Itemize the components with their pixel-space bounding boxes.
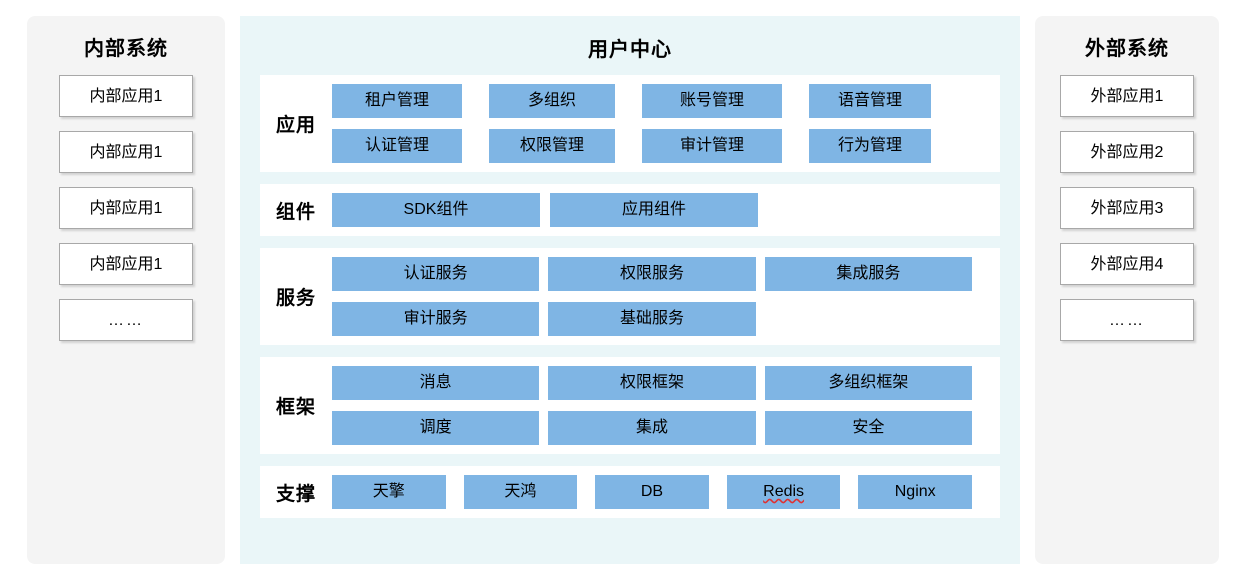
layer-body-application: 租户管理 多组织 账号管理 语音管理 认证管理 权限管理 审计管理 行为管理 bbox=[332, 75, 1000, 172]
service-row-2-spacer bbox=[765, 302, 972, 336]
internal-app-box-1[interactable]: 内部应用1 bbox=[59, 75, 193, 117]
module-permission-service[interactable]: 权限服务 bbox=[548, 257, 756, 291]
internal-app-box-3[interactable]: 内部应用1 bbox=[59, 187, 193, 229]
internal-app-box-4[interactable]: 内部应用1 bbox=[59, 243, 193, 285]
module-permission-framework[interactable]: 权限框架 bbox=[548, 366, 756, 400]
module-behavior-management[interactable]: 行为管理 bbox=[809, 129, 931, 163]
module-redis-label: Redis bbox=[763, 483, 805, 500]
support-row-1: 天擎 天鸿 DB Redis Nginx bbox=[332, 475, 972, 509]
module-tianhong[interactable]: 天鸿 bbox=[463, 475, 578, 509]
internal-app-box-more[interactable]: …… bbox=[59, 299, 193, 341]
external-app-box-1[interactable]: 外部应用1 bbox=[1060, 75, 1194, 117]
layer-label-component: 组件 bbox=[275, 201, 316, 223]
module-multi-organization[interactable]: 多组织 bbox=[489, 84, 615, 118]
layer-card-application: 应用 租户管理 多组织 账号管理 语音管理 认证管理 权限管理 审计管理 行为管… bbox=[260, 75, 1000, 172]
module-multi-organization-framework[interactable]: 多组织框架 bbox=[764, 366, 972, 400]
external-app-box-more[interactable]: …… bbox=[1060, 299, 1194, 341]
layer-body-support: 天擎 天鸿 DB Redis Nginx bbox=[332, 466, 1000, 518]
module-audit-service[interactable]: 审计服务 bbox=[332, 302, 540, 336]
application-row-2: 认证管理 权限管理 审计管理 行为管理 bbox=[332, 129, 972, 163]
module-authentication-service[interactable]: 认证服务 bbox=[332, 257, 540, 291]
module-voice-management[interactable]: 语音管理 bbox=[809, 84, 931, 118]
module-security[interactable]: 安全 bbox=[764, 411, 972, 445]
layer-body-framework: 消息 权限框架 多组织框架 调度 集成 安全 bbox=[332, 357, 1000, 454]
component-row-1: SDK组件 应用组件 bbox=[332, 193, 972, 227]
layer-label-application: 应用 bbox=[275, 115, 316, 136]
module-message[interactable]: 消息 bbox=[332, 366, 540, 400]
module-basic-service[interactable]: 基础服务 bbox=[548, 302, 756, 336]
user-center-panel: 用户中心 应用 租户管理 多组织 账号管理 语音管理 认证管理 权限管理 审计管… bbox=[240, 16, 1020, 564]
layer-body-component: SDK组件 应用组件 bbox=[332, 184, 1000, 236]
internal-app-box-2[interactable]: 内部应用1 bbox=[59, 131, 193, 173]
layer-card-component: 组件 SDK组件 应用组件 bbox=[260, 184, 1000, 236]
internal-systems-panel: 内部系统 内部应用1 内部应用1 内部应用1 内部应用1 …… bbox=[27, 16, 225, 564]
service-row-1: 认证服务 权限服务 集成服务 bbox=[332, 257, 972, 291]
module-redis[interactable]: Redis bbox=[726, 475, 841, 509]
layer-card-support: 支撑 天擎 天鸿 DB Redis Nginx bbox=[260, 466, 1000, 518]
internal-systems-title: 内部系统 bbox=[84, 38, 168, 60]
module-audit-management[interactable]: 审计管理 bbox=[642, 129, 782, 163]
external-systems-title: 外部系统 bbox=[1085, 38, 1169, 60]
module-application-component[interactable]: 应用组件 bbox=[550, 193, 758, 227]
service-row-2: 审计服务 基础服务 bbox=[332, 302, 972, 336]
module-integration-service[interactable]: 集成服务 bbox=[764, 257, 972, 291]
module-sdk-component[interactable]: SDK组件 bbox=[332, 193, 540, 227]
layer-body-service: 认证服务 权限服务 集成服务 审计服务 基础服务 bbox=[332, 248, 1000, 345]
external-systems-panel: 外部系统 外部应用1 外部应用2 外部应用3 外部应用4 …… bbox=[1035, 16, 1219, 564]
module-nginx[interactable]: Nginx bbox=[858, 475, 972, 509]
layer-card-service: 服务 认证服务 权限服务 集成服务 审计服务 基础服务 bbox=[260, 248, 1000, 345]
external-app-box-3[interactable]: 外部应用3 bbox=[1060, 187, 1194, 229]
external-app-box-4[interactable]: 外部应用4 bbox=[1060, 243, 1194, 285]
module-permission-management[interactable]: 权限管理 bbox=[489, 129, 615, 163]
layer-label-support: 支撑 bbox=[275, 483, 316, 505]
module-tenant-management[interactable]: 租户管理 bbox=[332, 84, 462, 118]
module-integration[interactable]: 集成 bbox=[548, 411, 756, 445]
layer-card-framework: 框架 消息 权限框架 多组织框架 调度 集成 安全 bbox=[260, 357, 1000, 454]
external-app-box-2[interactable]: 外部应用2 bbox=[1060, 131, 1194, 173]
module-tianqing[interactable]: 天擎 bbox=[332, 475, 446, 509]
module-account-management[interactable]: 账号管理 bbox=[642, 84, 782, 118]
framework-row-2: 调度 集成 安全 bbox=[332, 411, 972, 445]
layer-label-framework: 框架 bbox=[275, 397, 316, 418]
framework-row-1: 消息 权限框架 多组织框架 bbox=[332, 366, 972, 400]
module-scheduling[interactable]: 调度 bbox=[332, 411, 540, 445]
user-center-title: 用户中心 bbox=[588, 39, 672, 61]
application-row-1: 租户管理 多组织 账号管理 语音管理 bbox=[332, 84, 972, 118]
module-db[interactable]: DB bbox=[595, 475, 709, 509]
module-authentication-management[interactable]: 认证管理 bbox=[332, 129, 462, 163]
layer-label-service: 服务 bbox=[275, 288, 316, 309]
